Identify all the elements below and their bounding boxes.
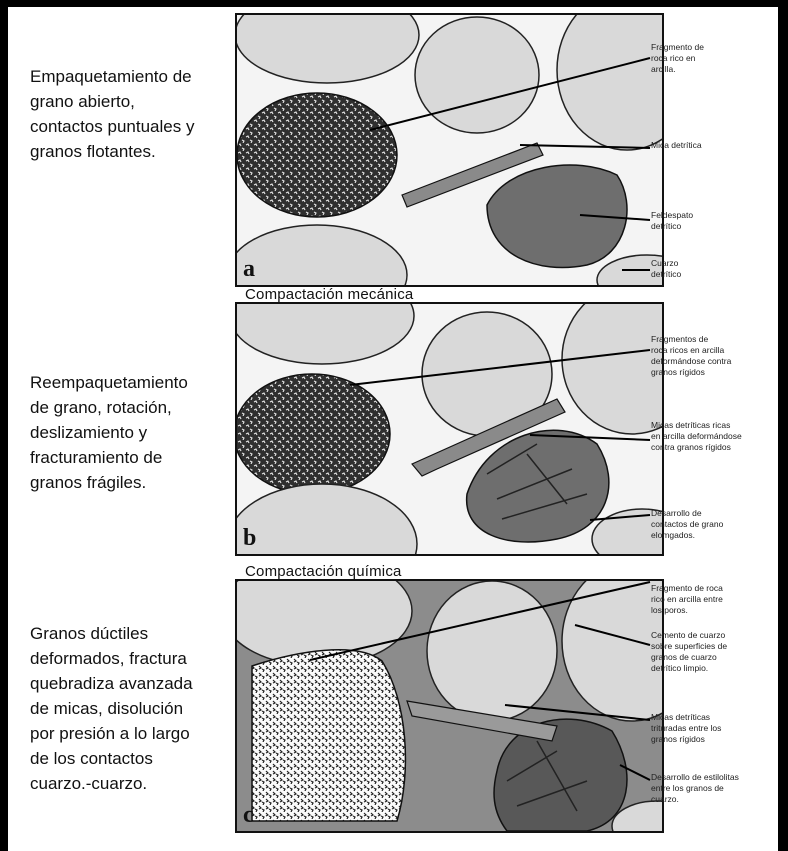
desc-b-line: granos frágiles. [30,470,188,495]
annotation-a2: Mica detrítica [651,140,702,151]
description-b: Reempaquetamiento de grano, rotación, de… [30,370,188,495]
desc-a-line: granos flotantes. [30,139,194,164]
quartz-grain [427,581,557,721]
rock-fragment [252,650,405,821]
description-c: Granos dúctiles deformados, fractura que… [30,621,193,796]
panel-a: a [235,13,664,287]
panel-label-a: a [243,256,255,283]
panel-label-b: b [243,525,256,552]
desc-c-line: de los contactos [30,746,193,771]
quartz-grain [562,304,662,434]
desc-c-line: quebradiza avanzada [30,671,193,696]
quartz-grain [237,15,419,83]
panel-c: c [235,579,664,833]
desc-b-line: Reempaquetamiento [30,370,188,395]
caption-mechanical: Compactación mecánica [245,286,413,303]
quartz-grain [557,15,662,150]
feldspar-grain [487,165,627,268]
desc-c-line: por presión a lo largo [30,721,193,746]
desc-b-line: fracturamiento de [30,445,188,470]
desc-b-line: de grano, rotación, [30,395,188,420]
quartz-grain [415,17,539,133]
panel-label-c: c [243,802,254,829]
desc-c-line: Granos dúctiles [30,621,193,646]
panel-b: b [235,302,664,556]
description-a: Empaquetamiento de grano abierto, contac… [30,64,194,164]
desc-a-line: grano abierto, [30,89,194,114]
quartz-grain [237,304,414,364]
quartz-grain [237,225,407,285]
desc-c-line: de micas, disolución [30,696,193,721]
desc-a-line: Empaquetamiento de [30,64,194,89]
caption-chemical: Compactación química [245,563,402,580]
feldspar-grain [467,430,609,542]
quartz-grain [237,484,417,554]
desc-c-line: cuarzo.-cuarzo. [30,771,193,796]
desc-a-line: contactos puntuales y [30,114,194,139]
rock-fragment [237,93,397,217]
desc-c-line: deformados, fractura [30,646,193,671]
desc-b-line: deslizamiento y [30,420,188,445]
rock-fragment [237,374,390,494]
